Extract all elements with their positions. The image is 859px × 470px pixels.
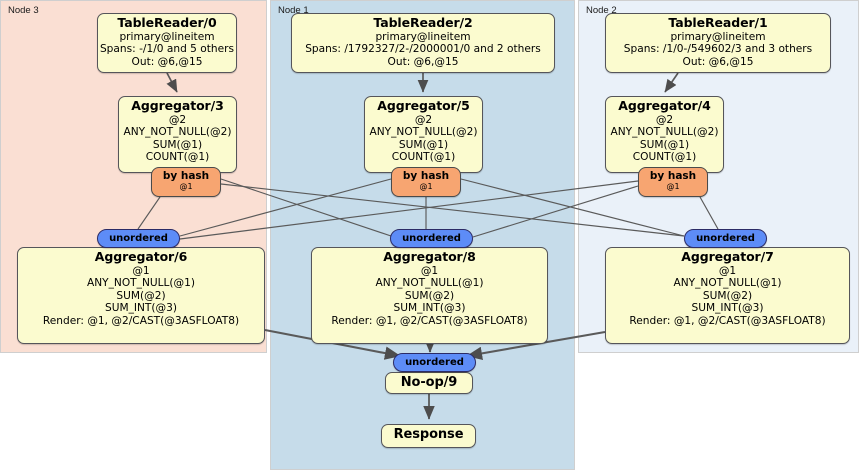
synchronizer-unordered-agg7[interactable]: unordered [684,229,767,248]
node-tablereader-1[interactable]: TableReader/1 primary@lineitem Spans: /1… [605,13,831,73]
node-tablereader-0[interactable]: TableReader/0 primary@lineitem Spans: -/… [97,13,237,73]
node-response[interactable]: Response [381,424,476,448]
router-label: by hash [162,170,210,182]
synchronizer-label: unordered [696,233,755,244]
synchronizer-unordered-noop9[interactable]: unordered [393,353,476,372]
node-line: primary@lineitem [119,30,215,43]
node-title: Aggregator/4 [618,98,711,113]
node-title: No-op/9 [400,375,458,390]
node-line: SUM(@2) [702,289,753,302]
node-line: @2 [168,113,187,126]
panel-node-2-label: Node 2 [586,5,617,16]
node-line: SUM(@1) [398,138,449,151]
node-title: Aggregator/7 [681,249,774,264]
node-title: Aggregator/3 [131,98,224,113]
node-line: Render: @1, @2/CAST(@3ASFLOAT8) [42,314,240,327]
node-line: @1 [718,264,737,277]
node-line: SUM_INT(@3) [691,302,764,315]
node-line: Out: @6,@15 [387,55,459,68]
node-tablereader-2[interactable]: TableReader/2 primary@lineitem Spans: /1… [291,13,555,73]
synchronizer-label: unordered [109,233,168,244]
node-no-op-9[interactable]: No-op/9 [385,372,473,394]
router-column: @1 [179,182,193,191]
router-by-hash-agg4[interactable]: by hash @1 [638,167,708,197]
node-aggregator-7[interactable]: Aggregator/7 @1 ANY_NOT_NULL(@1) SUM(@2)… [605,247,850,344]
node-title: TableReader/1 [668,15,768,30]
node-aggregator-4[interactable]: Aggregator/4 @2 ANY_NOT_NULL(@2) SUM(@1)… [605,96,724,173]
node-line: Out: @6,@15 [131,55,203,68]
node-title: TableReader/0 [117,15,217,30]
node-line: Out: @6,@15 [682,55,754,68]
node-line: Spans: /1/0-/549602/3 and 3 others [623,43,813,56]
node-title: Response [393,427,464,442]
node-line: SUM(@2) [116,289,166,302]
node-aggregator-8[interactable]: Aggregator/8 @1 ANY_NOT_NULL(@1) SUM(@2)… [311,247,548,344]
node-line: SUM(@1) [152,138,203,151]
node-line: Render: @1, @2/CAST(@3ASFLOAT8) [629,314,826,327]
node-line: @1 [420,264,439,277]
node-line: SUM(@2) [404,289,455,302]
synchronizer-unordered-agg6[interactable]: unordered [97,229,180,248]
synchronizer-unordered-agg8[interactable]: unordered [390,229,473,248]
node-line: ANY_NOT_NULL(@1) [86,277,196,290]
node-line: Spans: -/1/0 and 5 others [99,43,235,56]
node-line: SUM(@1) [639,138,690,151]
router-label: by hash [402,170,450,182]
node-line: ANY_NOT_NULL(@1) [673,277,782,290]
node-line: ANY_NOT_NULL(@1) [375,277,484,290]
node-line: COUNT(@1) [145,151,210,164]
router-by-hash-agg5[interactable]: by hash @1 [391,167,461,197]
node-aggregator-3[interactable]: Aggregator/3 @2 ANY_NOT_NULL(@2) SUM(@1)… [118,96,237,173]
node-line: ANY_NOT_NULL(@2) [369,126,478,139]
node-title: Aggregator/5 [377,98,470,113]
node-line: Render: @1, @2/CAST(@3ASFLOAT8) [331,314,528,327]
node-line: ANY_NOT_NULL(@2) [610,126,719,139]
node-line: ANY_NOT_NULL(@2) [123,126,232,139]
panel-node-1-label: Node 1 [278,5,309,16]
router-column: @1 [419,182,433,191]
node-line: @1 [132,264,150,277]
node-line: COUNT(@1) [391,151,456,164]
node-line: @2 [414,113,433,126]
node-title: TableReader/2 [373,15,473,30]
router-column: @1 [666,182,680,191]
node-line: primary@lineitem [670,30,766,43]
node-line: primary@lineitem [375,30,471,43]
synchronizer-label: unordered [405,357,464,368]
node-title: Aggregator/6 [94,249,188,264]
node-line: Spans: /1792327/2-/2000001/0 and 2 other… [305,43,541,56]
node-title: Aggregator/8 [383,249,476,264]
panel-node-3-label: Node 3 [8,5,39,16]
router-by-hash-agg3[interactable]: by hash @1 [151,167,221,197]
node-aggregator-5[interactable]: Aggregator/5 @2 ANY_NOT_NULL(@2) SUM(@1)… [364,96,483,173]
synchronizer-label: unordered [402,233,461,244]
node-line: COUNT(@1) [632,151,697,164]
node-line: SUM_INT(@3) [393,302,466,315]
node-aggregator-6[interactable]: Aggregator/6 @1 ANY_NOT_NULL(@1) SUM(@2)… [17,247,265,344]
node-line: @2 [655,113,674,126]
router-label: by hash [649,170,697,182]
node-line: SUM_INT(@3) [104,302,178,315]
